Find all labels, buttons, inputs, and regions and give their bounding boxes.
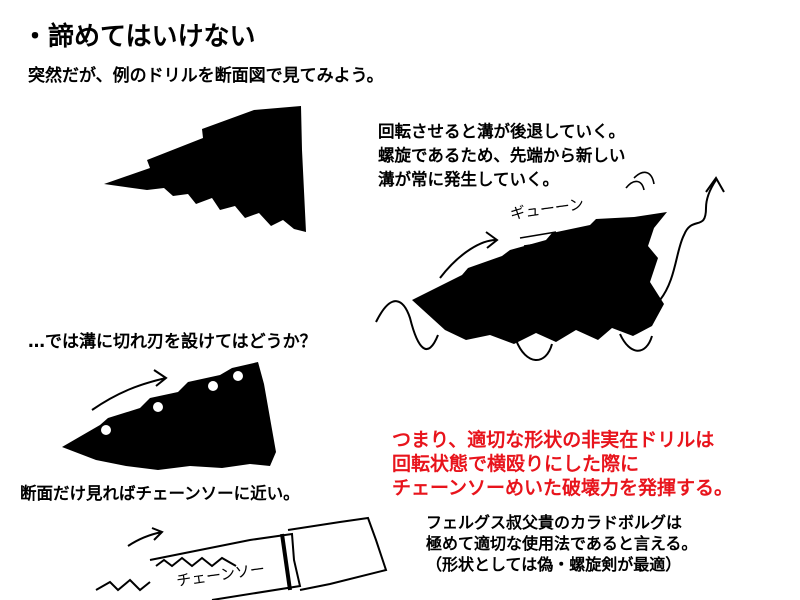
rotation-note: 回転させると溝が後退していく。 螺旋であるため、先端から新しい 溝が常に発生して… [378, 120, 625, 192]
conclusion-line: つまり、適切な形状の非実在ドリルは [392, 429, 715, 451]
bottom-note-line: フェルグス叔父貴のカラドボルグは [426, 513, 683, 532]
rotation-note-line: 溝が常に発生していく。 [378, 170, 560, 189]
page-title: ・諦めてはいけない [22, 22, 256, 52]
wave-line-bottom [515, 333, 653, 361]
wave-line-right [659, 179, 717, 301]
rotating-drill [412, 212, 667, 344]
bottom-note: フェルグス叔父貴のカラドボルグは 極めて適切な使用法であると言える。 （形状とし… [426, 512, 697, 575]
chainsaw-sketch [149, 516, 388, 600]
conclusion-text: つまり、適切な形状の非実在ドリルは 回転状態で横殴りにした際に チェーンソーめい… [392, 428, 733, 500]
rotation-note-line: 回転させると溝が後退していく。 [378, 122, 626, 141]
bottom-note-line: 極めて適切な使用法であると言える。 [426, 534, 698, 553]
conclusion-line: チェーンソーめいた破壊力を発揮する。 [392, 477, 734, 499]
rotation-note-line: 螺旋であるため、先端から新しい [378, 146, 626, 165]
chainsaw-teeth [95, 578, 151, 592]
question-text: …では溝に切れ刃を設けてはどうか？ [28, 332, 317, 352]
cross-section-note: 断面だけ見ればチェーンソーに近い。 [20, 484, 300, 503]
motion-lines [519, 171, 655, 247]
intro-text: 突然だが、例のドリルを断面図で見てみよう。 [28, 66, 384, 86]
motion-arrow-icon-3 [127, 527, 164, 547]
bottom-note-line: （形状としては偽・螺旋剣が最適） [426, 555, 682, 574]
motion-arrow-icon [439, 231, 499, 279]
conclusion-line: 回転状態で横殴りにした際に [392, 453, 640, 475]
drill-cross-section [104, 106, 306, 232]
arrow-head-icon [705, 176, 725, 193]
cutting-edge-drill [62, 362, 276, 470]
wave-line [375, 300, 439, 350]
motion-arrow-icon-2 [91, 369, 168, 411]
chainsaw-handle [280, 533, 292, 591]
